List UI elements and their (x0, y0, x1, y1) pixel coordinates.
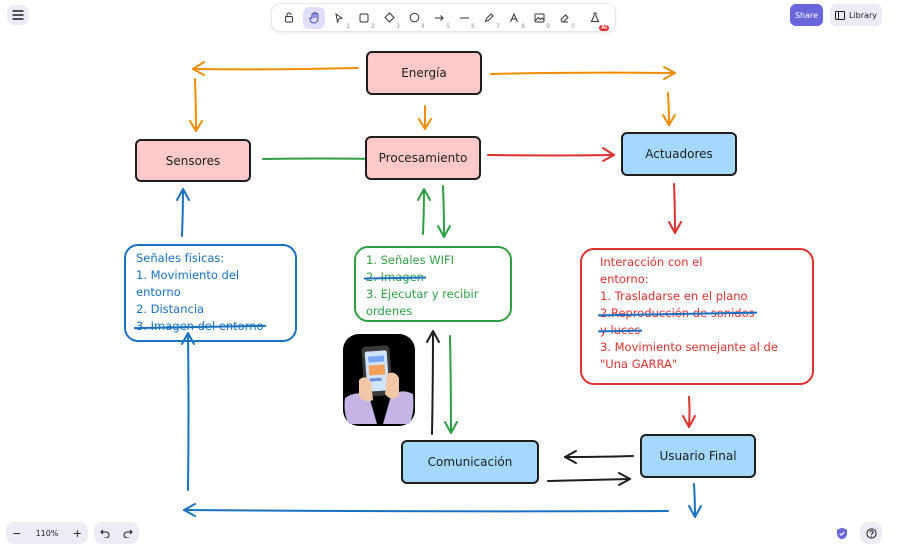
arrow-procesamiento-to-senales (437, 185, 451, 238)
note-senales-fisicas[interactable]: Señales físicas: 1. Movimiento del entor… (124, 244, 297, 342)
node-comunicacion-label: Comunicación (427, 455, 513, 469)
arrow-comunicacion-to-usuario (547, 472, 631, 486)
arrow-senales-to-procesamiento (417, 188, 431, 235)
shield-status[interactable] (834, 525, 850, 541)
arrow-bottom-return (183, 503, 669, 517)
tool-selection[interactable]: 1 (328, 7, 350, 30)
arrow-left-up-to-senales (181, 332, 195, 491)
note-senales-line: 2. Distancia (136, 302, 205, 316)
note-interaccion-struck-line: 2.Reproducción de sonidos (600, 306, 755, 320)
node-sensores-label: Sensores (165, 153, 221, 168)
tool-text[interactable]: 8 (503, 7, 525, 30)
selection-icon (335, 12, 344, 23)
redo-icon[interactable] (123, 529, 133, 538)
lock-icon (285, 12, 293, 23)
ai-tools-icon (590, 12, 600, 22)
node-usuario-final[interactable]: Usuario Final (640, 434, 756, 478)
arrow-energia-to-actuadores (490, 66, 676, 126)
node-procesamiento[interactable]: Procesamiento (365, 136, 481, 180)
arrow-energia-to-sensores (189, 61, 359, 132)
note-senales-line: entorno (136, 285, 181, 299)
note-procesamiento[interactable]: 1. Señales WIFI 2. Imagen 3. Ejecutar y … (354, 246, 512, 322)
phone-hands-illustration[interactable] (343, 334, 415, 426)
note-senales-struck-line: 3. Imagen del entorno (136, 319, 264, 333)
note-interaccion-line: Interacción con el (600, 255, 703, 269)
arrow-usuario-to-comunicacion (564, 450, 634, 464)
help-icon (865, 527, 877, 539)
node-comunicacion[interactable]: Comunicación (401, 440, 539, 484)
tool-draw[interactable]: 7 (478, 7, 500, 30)
tool-line[interactable]: 6 (453, 7, 475, 30)
note-procesamiento-line: ordenes (366, 304, 413, 318)
ellipse-icon (409, 12, 419, 23)
note-interaccion-line: "Una GARRA" (600, 357, 678, 371)
zoom-level[interactable]: 110% (35, 528, 59, 538)
undo-icon[interactable] (100, 529, 110, 538)
note-interaccion-line: 3. Movimiento semejante al de (600, 340, 778, 354)
note-interaccion[interactable]: Interacción con el entorno: 1. Trasladar… (580, 248, 814, 385)
node-procesamiento-label: Procesamiento (378, 151, 468, 165)
arrow-senales-to-sensores (176, 188, 190, 237)
main-menu-button[interactable] (7, 5, 29, 25)
shield-check-icon (837, 527, 847, 539)
tool-arrow[interactable]: 5 (428, 7, 450, 30)
tool-eraser[interactable]: 0 (553, 7, 575, 30)
arrow-energia-to-procesamiento (418, 105, 432, 130)
hamburger-icon (12, 10, 24, 20)
tool-image[interactable]: 9 (528, 7, 550, 30)
arrow-interaccion-to-usuario (682, 396, 696, 428)
draw-icon (484, 12, 494, 22)
hand-icon (308, 11, 318, 24)
tool-ellipse[interactable]: 4 (403, 7, 425, 30)
zoom-controls: − 110% + (6, 522, 88, 544)
note-senales-line: 1. Movimiento del (136, 268, 240, 282)
note-procesamiento-line: 3. Ejecutar y recibir (366, 287, 479, 301)
share-button[interactable]: Share (790, 4, 823, 26)
line-icon (459, 17, 469, 18)
arrow-sensores-to-procesamiento (262, 151, 380, 166)
tool-rectangle[interactable]: 2 (353, 7, 375, 30)
undo-redo-controls (94, 522, 139, 544)
node-sensores[interactable]: Sensores (135, 139, 251, 182)
note-interaccion-struck-line: y luces (600, 323, 641, 337)
tool-diamond[interactable]: 3 (378, 7, 400, 30)
rectangle-icon (359, 13, 369, 22)
tool-lock[interactable] (278, 7, 300, 29)
arrow-procesamiento-to-actuadores (487, 147, 615, 162)
node-actuadores-label: Actuadores (645, 147, 713, 161)
image-icon (534, 13, 544, 22)
node-usuario-final-label: Usuario Final (659, 449, 737, 463)
help-button[interactable] (860, 522, 882, 544)
toolbar: 1 2 3 4 5 6 7 8 9 0 AI (272, 4, 615, 31)
arrow-actuadores-to-interaccion (668, 183, 682, 234)
node-energia-label: Energía (401, 66, 447, 80)
ai-badge: AI (599, 24, 609, 31)
library-icon (835, 10, 845, 20)
diamond-icon (383, 12, 395, 23)
zoom-out-button[interactable]: − (12, 526, 22, 540)
node-actuadores[interactable]: Actuadores (621, 132, 737, 176)
zoom-in-button[interactable]: + (72, 526, 82, 540)
note-procesamiento-struck-line: 2. Imagen (366, 270, 424, 284)
note-procesamiento-line: 1. Señales WIFI (366, 253, 455, 267)
tool-ai[interactable]: AI (584, 7, 609, 31)
arrow-down-to-comunicacion (444, 335, 458, 434)
eraser-icon (559, 13, 569, 22)
library-label: Library (849, 10, 877, 20)
arrow-icon (434, 14, 444, 21)
text-icon (510, 12, 518, 22)
note-interaccion-line: 1. Trasladarse en el plano (600, 289, 748, 303)
node-energia[interactable]: Energía (366, 51, 482, 95)
library-button[interactable]: Library (830, 4, 882, 26)
note-senales-line: Señales físicas: (136, 251, 225, 265)
tool-hand[interactable] (303, 6, 325, 29)
note-interaccion-line: entorno: (600, 272, 649, 286)
arrow-comunicacion-up (426, 330, 440, 435)
arrow-usuario-down (688, 483, 702, 518)
